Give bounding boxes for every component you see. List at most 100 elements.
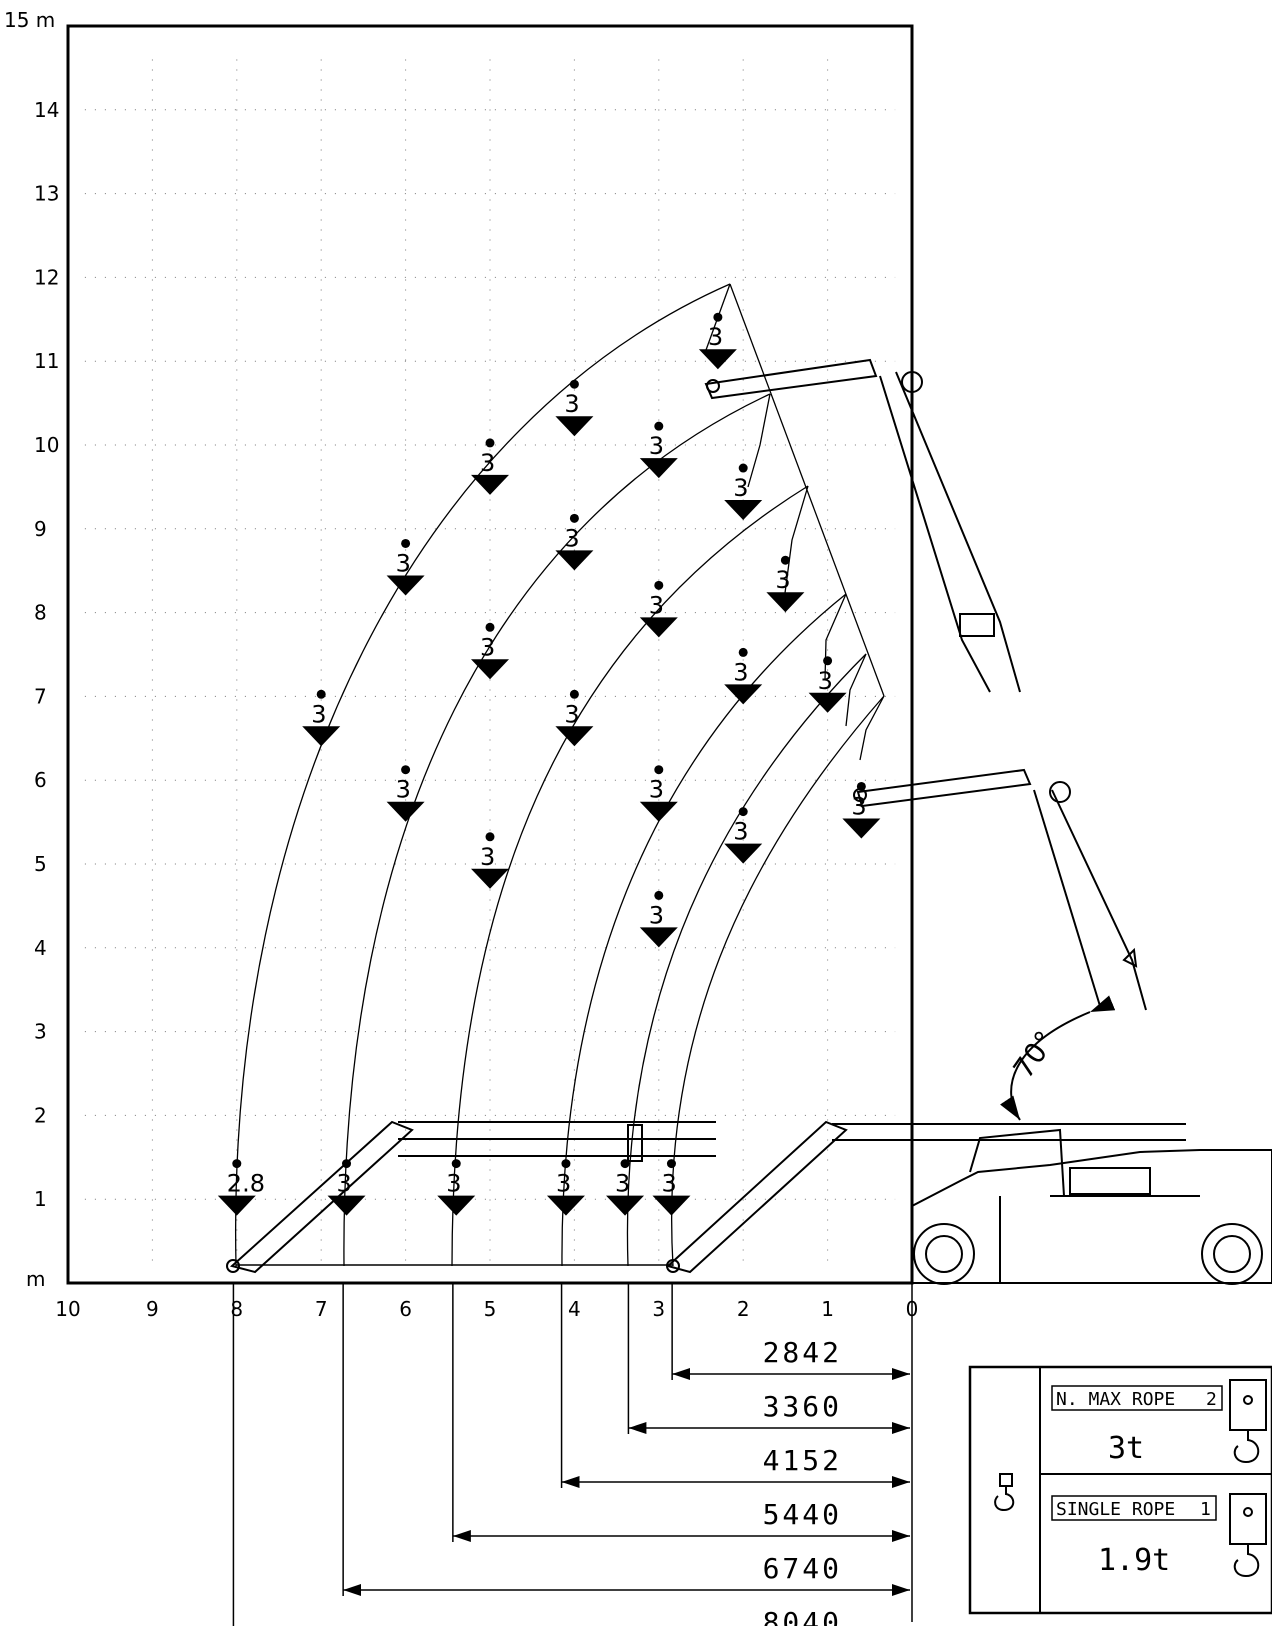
x-tick-label: 8 <box>230 1297 243 1321</box>
load-point-dot <box>401 538 411 548</box>
y-tick-label: 11 <box>34 349 59 373</box>
rope-count-1: 2 <box>1206 1389 1217 1410</box>
jib-line-4 <box>784 485 809 594</box>
load-marker: 3 <box>808 656 847 713</box>
load-point-dot <box>569 689 579 699</box>
load-triangle <box>766 592 805 613</box>
load-point-dot <box>666 1159 676 1169</box>
load-point-dot <box>780 555 790 565</box>
load-marker: 3 <box>555 379 594 437</box>
y-axis-top-label: 15 m <box>4 8 55 32</box>
y-tick-label: 8 <box>34 601 47 625</box>
load-value-label: 3 <box>564 700 579 728</box>
load-triangle <box>842 818 881 839</box>
load-triangle <box>386 801 425 822</box>
load-point-dot <box>485 438 495 448</box>
load-value-label: 3 <box>733 474 748 502</box>
x-tick-label: 3 <box>652 1297 665 1321</box>
x-tick-label: 4 <box>568 1297 581 1321</box>
load-marker: 3 <box>606 1159 645 1216</box>
load-triangle <box>555 416 594 437</box>
jib-line-6 <box>845 653 867 727</box>
load-value-label: 3 <box>818 667 833 695</box>
load-point-dot <box>485 832 495 842</box>
load-marker: 3 <box>471 438 509 495</box>
y-tick-label: 13 <box>34 182 59 206</box>
load-marker: 3 <box>386 765 425 822</box>
load-marker: 3 <box>639 890 678 948</box>
dimension-label: 5440 <box>763 1498 842 1531</box>
load-marker: 3 <box>546 1159 585 1216</box>
load-point-dot <box>401 765 411 775</box>
jib-line-3 <box>747 393 771 488</box>
x-tick-label: 1 <box>821 1297 834 1321</box>
load-triangle <box>606 1195 645 1216</box>
load-value-label: 3 <box>396 549 411 577</box>
load-value-label: 3 <box>556 1170 571 1198</box>
load-triangle <box>698 349 737 370</box>
load-triangle <box>724 500 763 521</box>
load-marker: 3 <box>724 807 763 864</box>
load-marker: 3 <box>327 1159 366 1216</box>
load-value-label: 3 <box>446 1170 461 1198</box>
rope-label-2: SINGLE ROPE <box>1056 1499 1175 1520</box>
arc-2842 <box>670 695 885 1267</box>
hook-icon <box>994 1473 1015 1512</box>
x-tick-label: 6 <box>399 1297 412 1321</box>
hook-capacity-table: N. MAX ROPE 2 3t SINGLE ROPE 1 1.9t <box>968 1365 1272 1615</box>
load-value-label: 2.8 <box>227 1170 265 1198</box>
load-value-label: 3 <box>775 566 790 594</box>
load-marker: 3 <box>652 1159 691 1216</box>
load-point-dot <box>738 647 748 657</box>
load-marker: 3 <box>766 555 805 613</box>
capacity-2: 1.9t <box>1098 1543 1170 1578</box>
load-point-dot <box>451 1159 461 1169</box>
y-tick-label: 1 <box>34 1187 47 1211</box>
load-triangle <box>639 617 678 638</box>
load-triangle <box>471 868 509 889</box>
load-triangle <box>386 575 425 596</box>
angle-arc <box>1000 995 1116 1121</box>
load-value-label: 3 <box>649 776 664 804</box>
y-tick-label: 9 <box>34 517 47 541</box>
load-triangle <box>217 1195 256 1216</box>
boom-arc-curves <box>234 283 885 1267</box>
rope-label-1: N. MAX ROPE <box>1056 1389 1175 1410</box>
y-tick-label: 5 <box>34 852 47 876</box>
load-marker: 3 <box>724 463 763 521</box>
folded-boom-left <box>226 1120 716 1274</box>
dimension-label: 2842 <box>763 1336 842 1369</box>
x-tick-label: 9 <box>146 1297 159 1321</box>
load-point-dot <box>738 463 748 473</box>
load-point-dot <box>485 622 495 632</box>
load-point-dot <box>823 656 833 666</box>
load-point-dot <box>654 421 664 431</box>
y-tick-label: 6 <box>34 768 47 792</box>
load-marker: 3 <box>386 538 425 596</box>
x-tick-label: 7 <box>315 1297 328 1321</box>
folded-boom-right <box>665 1120 1186 1274</box>
load-point-dot <box>654 580 664 590</box>
load-triangle <box>639 927 678 948</box>
load-value-label: 3 <box>649 591 664 619</box>
arc-6740 <box>343 393 771 1267</box>
load-point-dot <box>713 312 723 322</box>
load-marker: 3 <box>724 647 763 705</box>
load-marker: 3 <box>639 765 678 822</box>
load-triangle <box>437 1195 476 1216</box>
load-triangle <box>652 1195 691 1216</box>
load-marker: 3 <box>471 622 509 680</box>
double-hook-block-icon <box>1229 1379 1267 1464</box>
load-point-dot <box>232 1159 242 1169</box>
y-tick-label: 2 <box>34 1103 47 1127</box>
y-tick-label: 7 <box>34 684 47 708</box>
load-triangle <box>302 726 341 747</box>
raised-boom-middle <box>853 768 1147 1011</box>
single-hook-block-icon <box>1229 1493 1267 1578</box>
y-tick-label: 12 <box>34 265 59 289</box>
load-value-label: 3 <box>708 323 723 351</box>
load-value-label: 3 <box>337 1170 352 1198</box>
load-triangle <box>546 1195 585 1216</box>
load-value-label: 3 <box>661 1170 676 1198</box>
